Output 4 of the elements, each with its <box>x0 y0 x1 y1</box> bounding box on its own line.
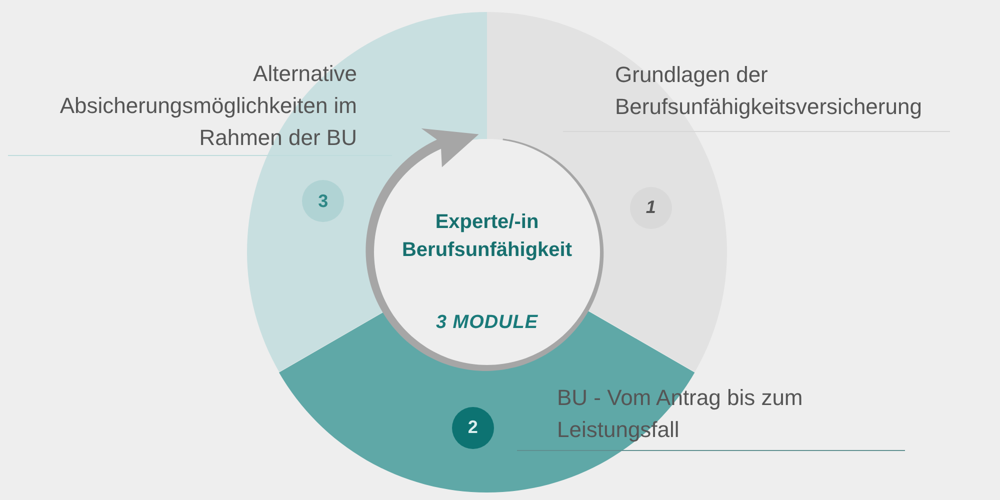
module-count: 3 MODULE <box>435 311 539 335</box>
module-label: Alternative Absicherungsmöglichkeiten im Rahmen der BU <box>58 60 357 152</box>
center-title: Experte/-in Berufsunfähigkeit <box>400 210 574 263</box>
module-label: Grundlagen der Berufsunfähigkeitsversicherung <box>615 61 923 121</box>
